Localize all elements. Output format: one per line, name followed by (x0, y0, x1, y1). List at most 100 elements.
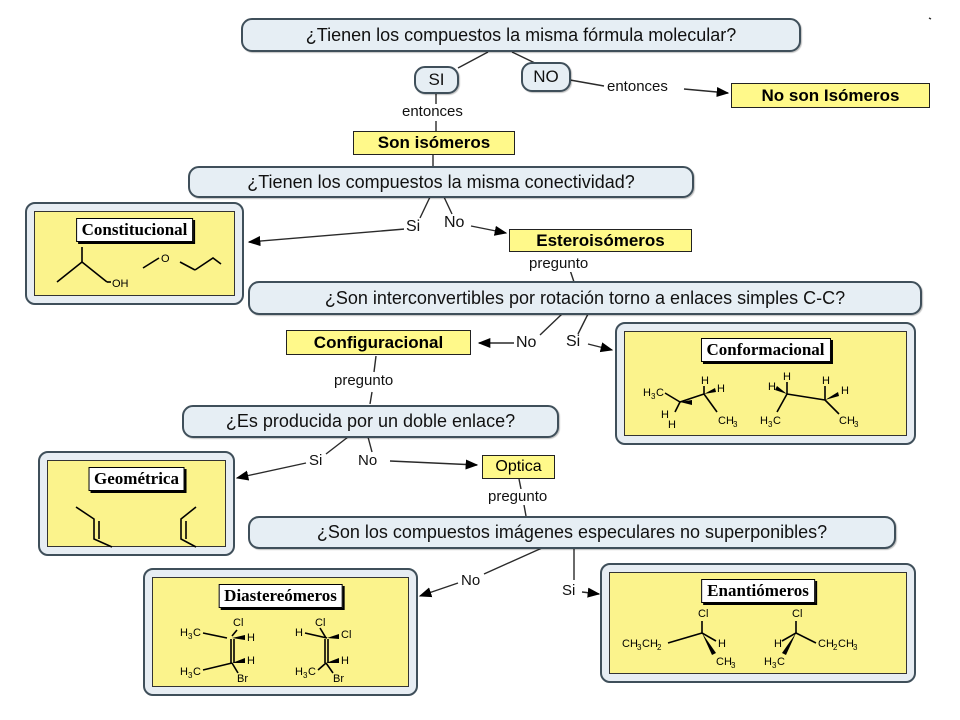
svg-text:C: C (777, 656, 785, 668)
svg-text:2: 2 (833, 643, 838, 652)
panel-geometrica-title: Geométrica (88, 467, 185, 491)
panel-constitucional: Constitucional OH O (25, 202, 244, 305)
panel-constitucional-body: Constitucional OH O (34, 211, 235, 296)
svg-text:Cl: Cl (233, 617, 243, 629)
svg-text:H: H (764, 656, 772, 668)
svg-text:H: H (295, 627, 303, 639)
svg-text:CH: CH (838, 638, 854, 650)
svg-text:CH: CH (818, 638, 834, 650)
atom-oh: OH (112, 278, 129, 290)
answer-no-node: NO (521, 62, 571, 92)
svg-text:Cl: Cl (315, 617, 325, 629)
panel-geometrica: Geométrica (38, 451, 235, 556)
link-label-si-rotation: Si (564, 333, 583, 350)
question-double-bond: ¿Es producida por un doble enlace? (182, 405, 559, 438)
link-label-no-rotation: No (514, 334, 539, 351)
concept-no-son-isomeros: No son Isómeros (731, 83, 930, 108)
svg-text:H: H (180, 666, 188, 678)
question-same-formula: ¿Tienen los compuestos la misma fórmula … (241, 18, 801, 52)
link-label-si-mirror: Si (560, 582, 578, 599)
link-label-no-connectivity: No (442, 214, 467, 231)
svg-text:H: H (783, 371, 791, 383)
svg-text:Br: Br (237, 673, 248, 685)
svg-text:H: H (180, 627, 188, 639)
svg-text:3: 3 (733, 420, 738, 429)
svg-text:Br: Br (333, 673, 344, 685)
svg-text:3: 3 (768, 420, 773, 429)
svg-text:C: C (773, 415, 781, 427)
link-label-pregunto-estero: pregunto (527, 255, 591, 272)
svg-text:CH: CH (839, 415, 855, 427)
svg-text:3: 3 (731, 661, 736, 670)
question-mirror-images: ¿Son los compuestos imágenes especulares… (248, 516, 896, 549)
svg-text:CH: CH (716, 656, 732, 668)
link-label-entonces-si: entonces (400, 103, 465, 120)
svg-text:H: H (718, 638, 726, 650)
concept-esteroisomeros: Esteroisómeros (509, 229, 692, 252)
svg-text:H: H (822, 375, 830, 387)
svg-text:C: C (656, 387, 664, 399)
svg-text:H: H (841, 385, 849, 397)
svg-text:C: C (193, 666, 201, 678)
link-label-si-double-bond: Si (307, 452, 325, 469)
svg-text:H: H (668, 419, 676, 431)
panel-constitucional-title: Constitucional (75, 218, 194, 242)
question-rotation: ¿Son interconvertibles por rotación torn… (248, 281, 922, 315)
svg-text:H: H (768, 381, 776, 393)
concept-son-isomeros: Son isómeros (353, 131, 515, 155)
svg-text:3: 3 (651, 392, 656, 401)
atom-o: O (161, 253, 170, 265)
link-label-pregunto-config: pregunto (332, 372, 396, 389)
svg-text:3: 3 (853, 643, 858, 652)
svg-text:H: H (247, 655, 255, 667)
link-label-pregunto-optica: pregunto (486, 488, 550, 505)
panel-conformacional-title: Conformacional (700, 338, 831, 362)
isopropanol-skeleton (56, 260, 108, 283)
answer-si-node: SI (414, 66, 459, 94)
svg-text:H: H (643, 387, 651, 399)
panel-enantiomeros-title: Enantiómeros (701, 579, 815, 603)
svg-text:C: C (193, 627, 201, 639)
link-label-no-double-bond: No (356, 452, 380, 469)
constitutional-isomers-structures: OH O (56, 247, 222, 290)
geometric-isomers-structures (75, 506, 197, 548)
panel-geometrica-body: Geométrica (47, 460, 226, 548)
panel-diastereomeros-title: Diastereómeros (218, 584, 343, 608)
link-label-entonces-no: entonces (605, 78, 670, 95)
svg-text:H: H (295, 666, 303, 678)
svg-text:3: 3 (303, 671, 308, 680)
svg-text:H: H (341, 655, 349, 667)
svg-text:Cl: Cl (698, 608, 708, 620)
svg-text:2: 2 (657, 643, 662, 652)
svg-text:CH: CH (642, 638, 658, 650)
svg-text:H: H (701, 375, 709, 387)
svg-text:Cl: Cl (792, 608, 802, 620)
svg-text:3: 3 (188, 632, 193, 641)
svg-text:H: H (661, 409, 669, 421)
svg-text:Cl: Cl (341, 629, 351, 641)
svg-text:3: 3 (188, 671, 193, 680)
svg-text:H: H (774, 638, 782, 650)
svg-text:3: 3 (772, 661, 777, 670)
svg-text:3: 3 (854, 420, 859, 429)
svg-text:3: 3 (637, 643, 642, 652)
link-label-no-mirror: No (459, 572, 483, 589)
link-label-si-connectivity: Si (404, 218, 423, 235)
svg-text:H: H (760, 415, 768, 427)
svg-text:CH: CH (622, 638, 638, 650)
svg-text:C: C (308, 666, 316, 678)
concept-optica: Optica (482, 455, 555, 479)
concept-configuracional: Configuracional (286, 330, 471, 355)
svg-text:H: H (717, 383, 725, 395)
